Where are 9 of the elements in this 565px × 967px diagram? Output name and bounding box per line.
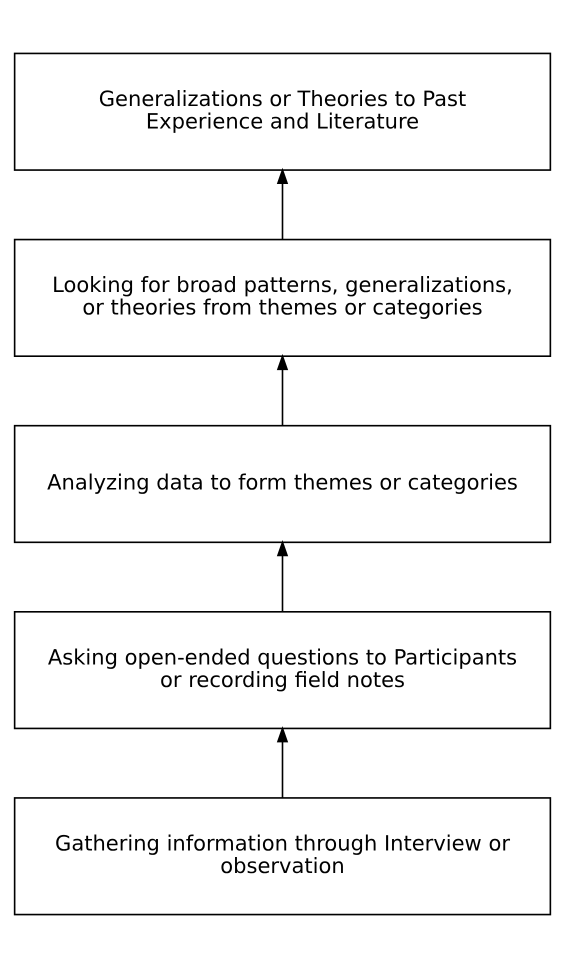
node-box: Generalizations or Theories to Past Experience and Literature	[14, 52, 552, 170]
arrow	[276, 353, 288, 426]
arrow	[276, 167, 288, 239]
node-box: Gathering information through Interview or observation	[14, 796, 552, 915]
node-box: Looking for broad patterns, generalizations, or theories from themes or categories	[14, 238, 552, 356]
arrow	[276, 540, 288, 612]
node-box: Asking open-ended questions to Participants or recording field notes	[14, 610, 552, 729]
arrow	[276, 726, 288, 798]
node-box: Analyzing data to form themes or categories	[14, 424, 552, 543]
